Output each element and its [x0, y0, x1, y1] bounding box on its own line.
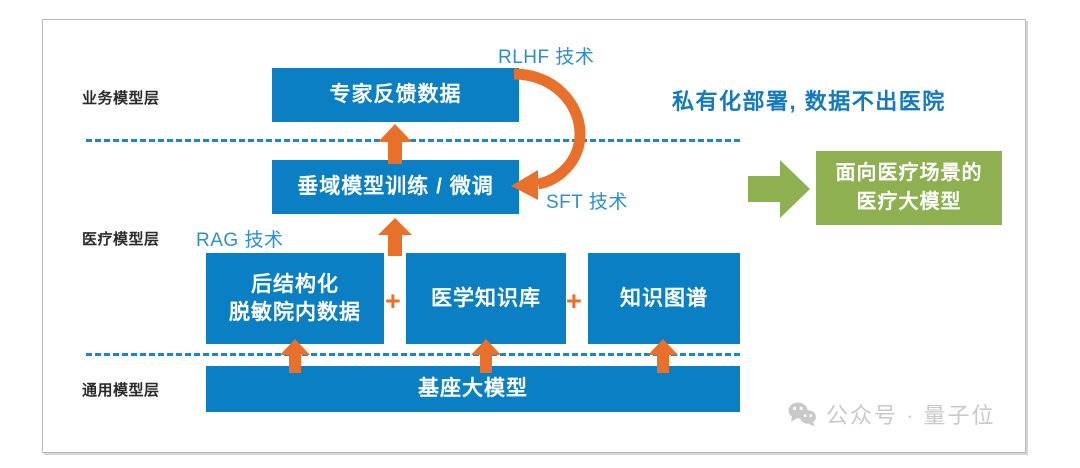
arrow-up-to-domain-training [378, 218, 412, 256]
box-expert-feedback[interactable]: 专家反馈数据 [272, 68, 519, 122]
annotation-rlhf: RLHF 技术 [498, 47, 595, 68]
arrow-up-to-expert-feedback [378, 124, 412, 164]
divider-medical-general [86, 353, 740, 356]
box-foundation-model[interactable]: 基座大模型 [206, 366, 740, 412]
arrow-up-to-medical-kb [471, 339, 501, 373]
annotation-rag: RAG 技术 [196, 230, 284, 251]
box-domain-training[interactable]: 垂域模型训练 / 微调 [272, 160, 519, 214]
callout-medical-large-model[interactable]: 面向医疗场景的 医疗大模型 [816, 151, 1002, 225]
plus-operator-2: + [566, 286, 582, 316]
curved-arrow-rlhf-sft [508, 60, 598, 205]
layer-label-general: 通用模型层 [82, 382, 160, 399]
box-knowledge-graph-line-1: 知识图谱 [620, 286, 708, 310]
arrow-up-to-post-structured [280, 339, 310, 373]
box-foundation-model-line-1: 基座大模型 [418, 377, 528, 401]
watermark-text: 公众号 · 量子位 [826, 403, 996, 428]
box-knowledge-graph[interactable]: 知识图谱 [588, 253, 740, 344]
divider-business-medical [86, 139, 740, 142]
watermark: 公众号 · 量子位 [788, 398, 996, 430]
box-post-structured[interactable]: 后结构化 脱敏院内数据 [206, 253, 384, 344]
green-arrow-icon [748, 158, 810, 225]
callout-line-2: 医疗大模型 [856, 191, 962, 213]
box-post-structured-line-2: 脱敏院内数据 [229, 300, 361, 324]
plus-operator-1: + [385, 286, 401, 316]
layer-label-business: 业务模型层 [82, 90, 160, 107]
box-medical-kb-line-1: 医学知识库 [431, 286, 541, 310]
layer-label-medical: 医疗模型层 [82, 231, 160, 248]
box-medical-kb[interactable]: 医学知识库 [406, 253, 566, 344]
box-domain-training-line-1: 垂域模型训练 / 微调 [297, 175, 494, 199]
arrow-up-to-knowledge-graph [648, 339, 678, 373]
headline-privacy: 私有化部署, 数据不出医院 [672, 89, 946, 114]
box-post-structured-line-1: 后结构化 [251, 272, 339, 296]
box-expert-feedback-line-1: 专家反馈数据 [329, 83, 462, 107]
annotation-sft: SFT 技术 [546, 192, 628, 213]
callout-line-1: 面向医疗场景的 [835, 162, 983, 184]
wechat-icon [788, 401, 818, 427]
